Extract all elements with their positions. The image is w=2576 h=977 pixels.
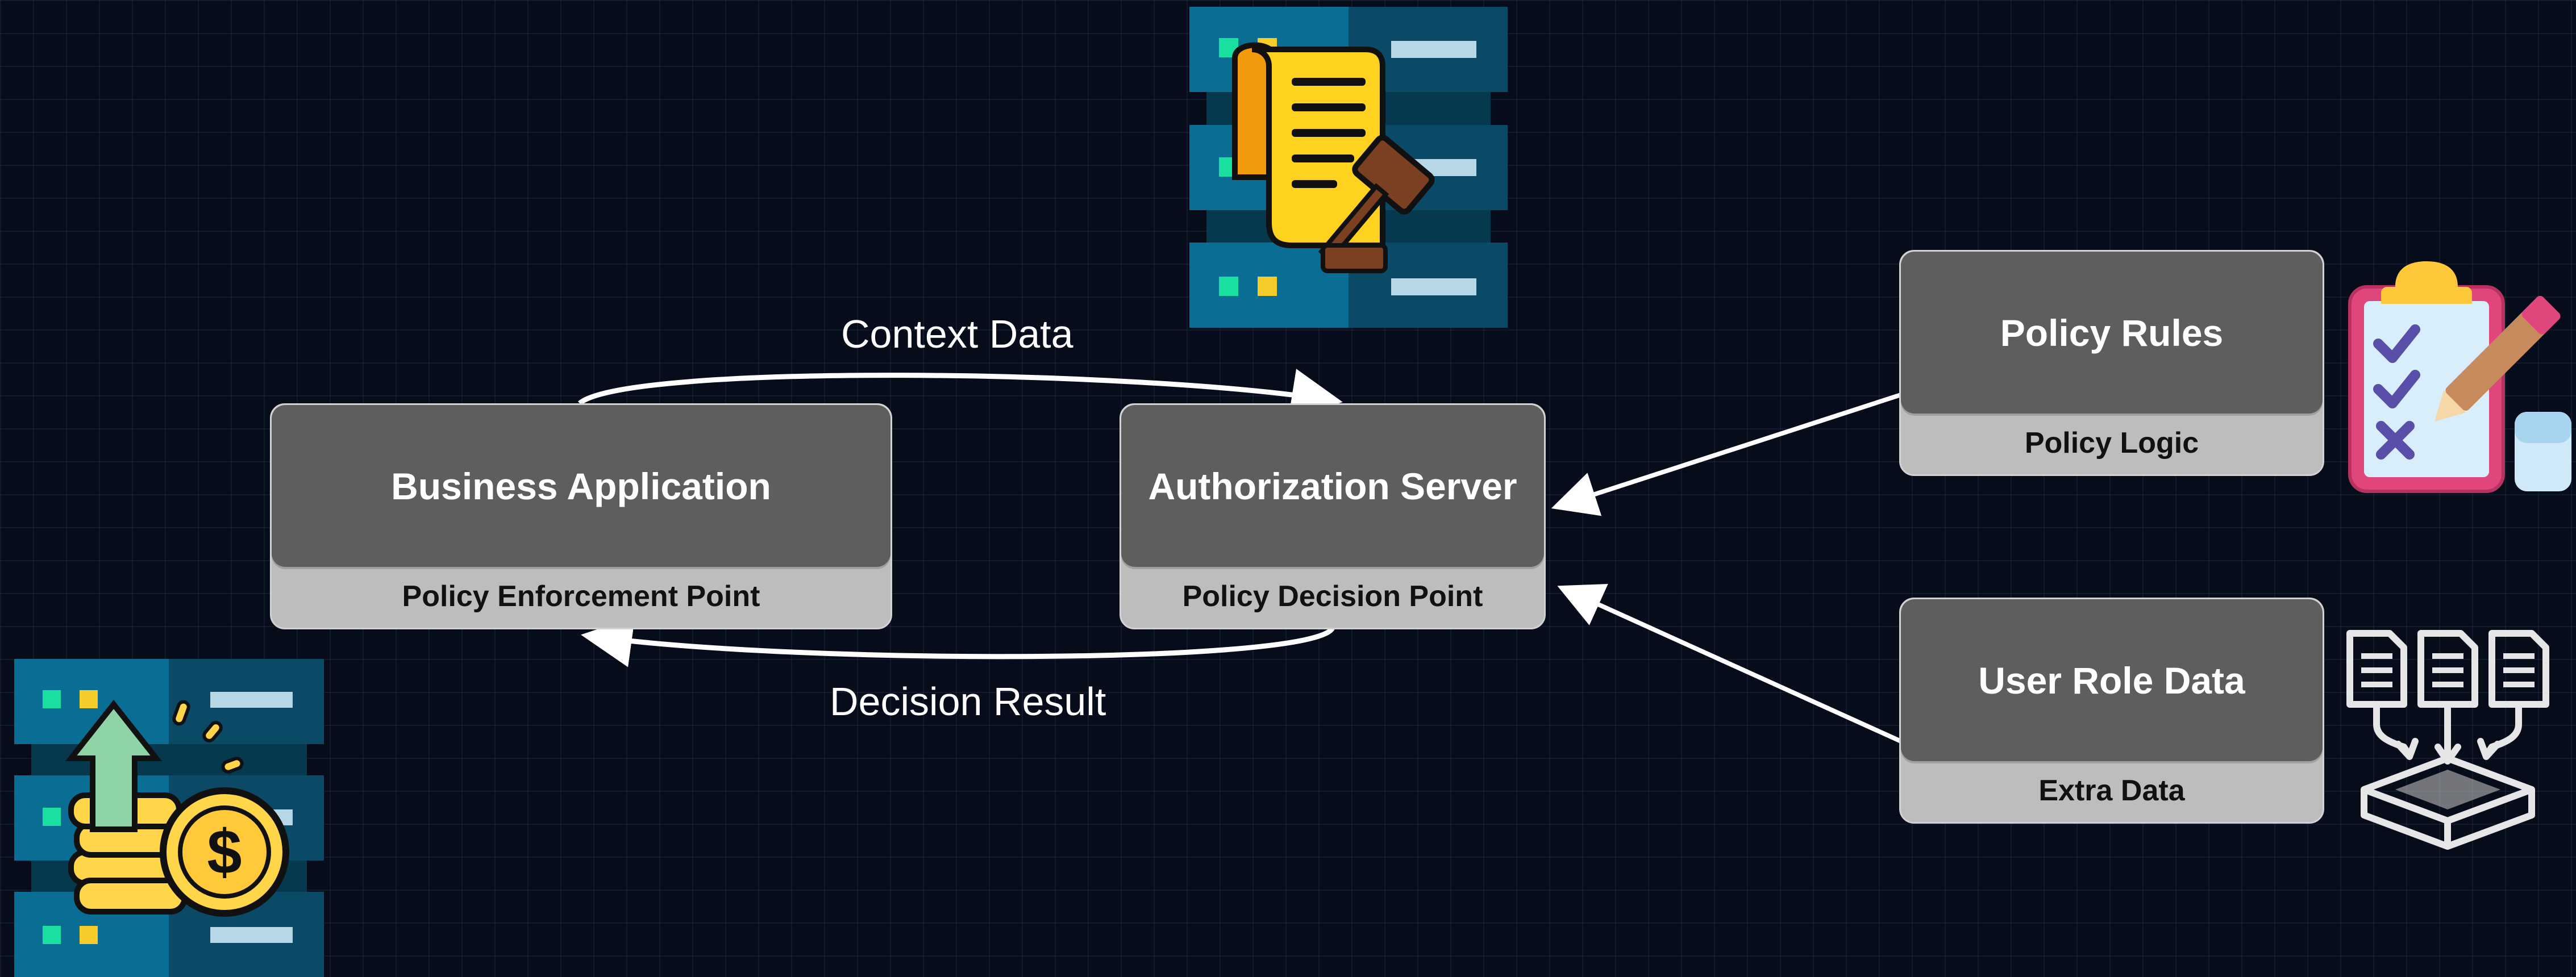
business-application-subtitle: Policy Enforcement Point [402,580,760,613]
context-data-label: Context Data [841,312,1073,356]
policy-rules-subtitle: Policy Logic [2024,427,2199,460]
business-application-node[interactable]: Business Application Policy Enforcement … [270,403,892,629]
svg-text:$: $ [207,817,242,887]
user-role-data-title: User Role Data [1901,599,2323,761]
authorization-server-node[interactable]: Authorization Server Policy Decision Poi… [1120,403,1546,629]
user-role-data-node[interactable]: User Role Data Extra Data [1899,598,2324,824]
user-role-data-subtitle: Extra Data [2038,774,2185,807]
policy-rules-title: Policy Rules [1901,252,2323,414]
clipboard-checklist-icon [2348,261,2571,493]
context-data-arrow [578,369,1343,420]
documents-merge-icon [2346,630,2549,850]
decision-result-label: Decision Result [830,679,1106,724]
server-document-gavel-icon [1189,7,1508,328]
user-role-arrow [1557,583,1902,744]
policy-rules-node[interactable]: Policy Rules Policy Logic [1899,250,2324,476]
policy-rules-arrow [1551,393,1902,516]
decision-result-arrow [581,616,1335,667]
server-coins-growth-icon: $ [14,659,324,977]
authorization-server-subtitle: Policy Decision Point [1182,580,1483,613]
business-application-title: Business Application [272,405,890,567]
authorization-server-title: Authorization Server [1121,405,1544,567]
